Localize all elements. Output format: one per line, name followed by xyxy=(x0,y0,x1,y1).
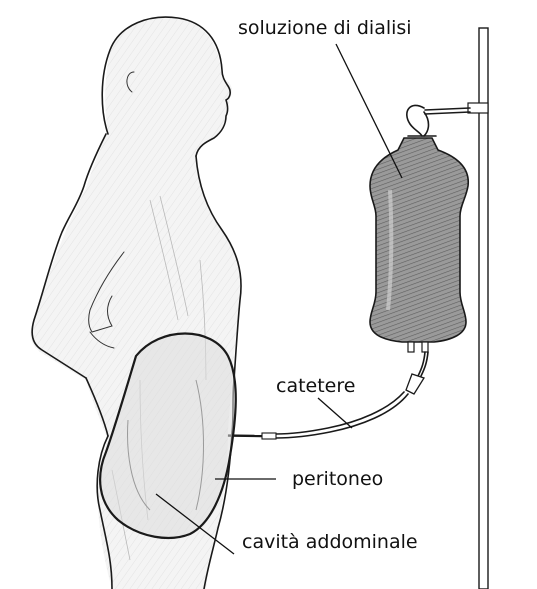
label-dialysis-solution: soluzione di dialisi xyxy=(238,17,412,39)
dialysis-bag xyxy=(370,138,468,352)
leader-catheter xyxy=(318,398,352,428)
label-abdominal-cavity: cavità addominale xyxy=(242,531,418,553)
label-peritoneum: peritoneo xyxy=(292,468,383,490)
label-catheter: catetere xyxy=(276,375,355,397)
leader-dialysis-solution xyxy=(336,44,402,178)
